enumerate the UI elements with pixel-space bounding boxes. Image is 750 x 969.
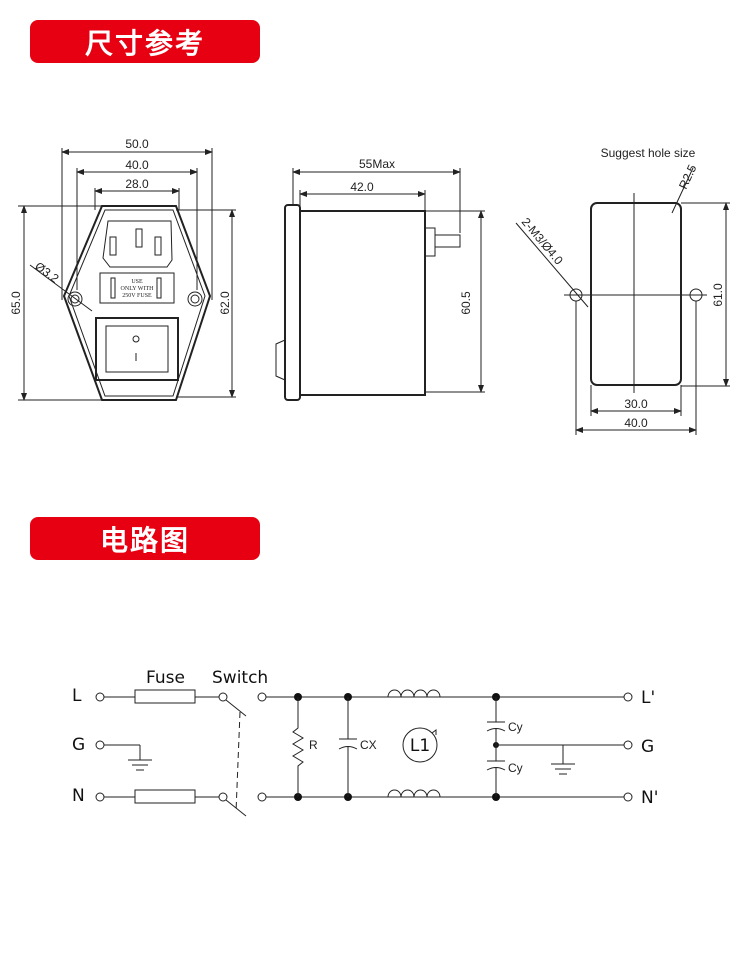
inductor-l1-symbol xyxy=(402,727,438,763)
dim-62: 62.0 xyxy=(218,291,232,315)
iec-inlet xyxy=(102,220,173,268)
dim-40: 40.0 xyxy=(125,158,149,172)
l1-label: L1 xyxy=(410,736,430,756)
fuse-label-1: USE xyxy=(131,279,143,285)
dim-65: 65.0 xyxy=(9,291,23,315)
side-body xyxy=(299,210,426,396)
dim-hole-diameter: Ø3.2 xyxy=(32,259,62,286)
fuse-L xyxy=(134,689,196,704)
dim-42: 42.0 xyxy=(350,180,374,194)
cutout-title: Suggest hole size xyxy=(601,146,696,160)
dim-40-holes: 40.0 xyxy=(624,416,648,430)
cy-top-label: Cy xyxy=(508,720,523,734)
terminal-N-label: N xyxy=(72,786,85,806)
terminal-G-label: G xyxy=(72,735,85,755)
resistor xyxy=(292,697,304,797)
mount-hole-left xyxy=(67,291,83,307)
dim-30: 30.0 xyxy=(624,397,648,411)
front-panel-outline xyxy=(62,205,212,401)
resistor-label: R xyxy=(309,738,318,752)
fuse-label-2: ONLY WITH xyxy=(121,286,155,292)
dim-61: 61.0 xyxy=(711,283,725,307)
circuit-diagram: L G N Fuse Switch R CX xyxy=(72,668,658,817)
dim-55max: 55Max xyxy=(359,157,395,171)
capacitor-cx xyxy=(338,697,358,797)
fuse-label-3: 250V FUSE xyxy=(122,293,152,299)
fuse-label: Fuse xyxy=(146,668,185,688)
terminal-L-label: L xyxy=(72,686,82,706)
mount-hole-right xyxy=(187,291,203,307)
side-view: 55Max 42.0 60.5 xyxy=(275,157,485,401)
dim-radius: R2.5 xyxy=(676,162,700,191)
output-G-label: G xyxy=(641,737,654,757)
dim-mounting-holes: 2-M3/Ø4.0 xyxy=(519,215,566,268)
front-view: USE ONLY WITH 250V FUSE 50.0 40.0 28.0 6… xyxy=(9,137,236,401)
dim-28: 28.0 xyxy=(125,177,149,191)
inductor-bottom xyxy=(387,789,441,798)
fuse-N xyxy=(134,789,196,804)
cutout-outline xyxy=(590,202,682,386)
cy-bottom-label: Cy xyxy=(508,761,523,775)
output-N-label: N' xyxy=(641,788,658,808)
side-flange xyxy=(284,204,301,401)
spade-terminal xyxy=(434,234,461,248)
fuse-holder xyxy=(99,272,175,304)
rocker-switch xyxy=(95,317,179,381)
cx-label: CX xyxy=(360,738,377,752)
output-L-label: L' xyxy=(641,688,655,708)
inductor-top xyxy=(387,689,441,698)
capacitors-cy xyxy=(486,697,506,797)
circuit-section-banner: 电路图 xyxy=(30,517,260,560)
dim-60-5: 60.5 xyxy=(459,291,473,315)
dim-50: 50.0 xyxy=(125,137,149,151)
cutout-view: Suggest hole size 2-M3/Ø4.0 R2.5 61.0 30… xyxy=(515,146,730,435)
switch-label: Switch xyxy=(212,668,268,688)
dimensions-section-banner: 尺寸参考 xyxy=(30,20,260,63)
